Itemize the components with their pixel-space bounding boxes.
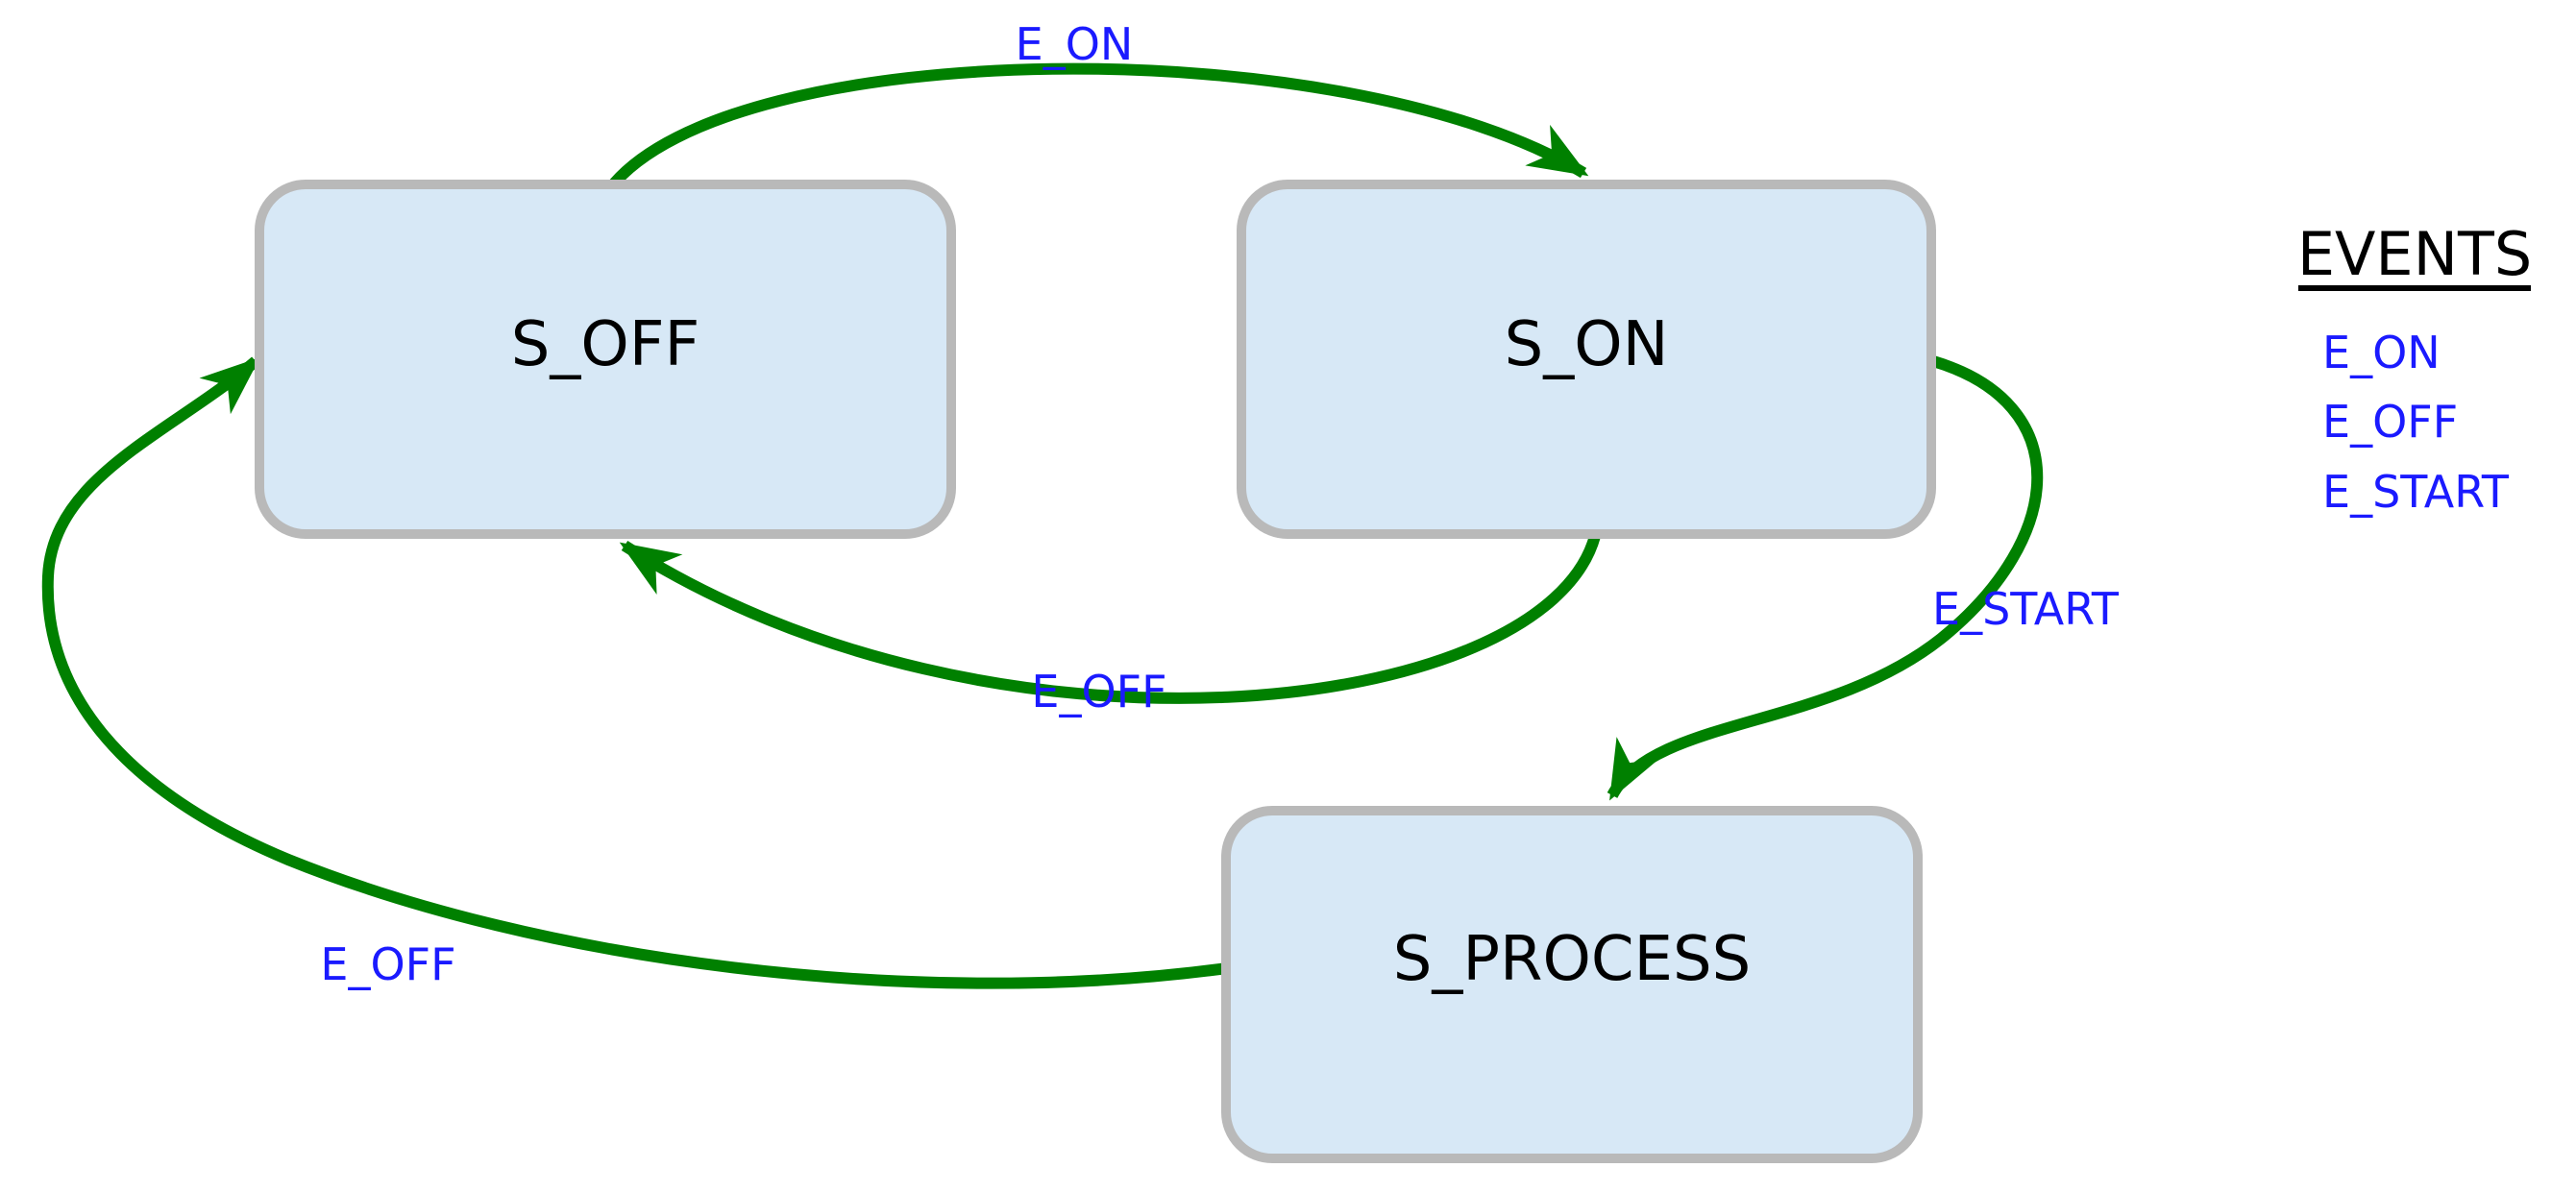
transition-arrow-s-on-to-s-process: [1607, 355, 2044, 801]
state-s-on-label: S_ON: [1505, 309, 1669, 380]
transition-arrows: [41, 62, 2044, 989]
legend-title: EVENTS: [2297, 219, 2532, 289]
events-legend: EVENTS E_ON E_OFF E_START: [2297, 219, 2532, 518]
legend-item-e-start: E_START: [2322, 466, 2510, 518]
transition-label-e-on: E_ON: [1016, 18, 1134, 70]
state-s-process-box: [1221, 806, 1923, 1163]
states: S_OFF S_ON S_PROCESS: [255, 180, 1936, 1163]
state-s-on-box: [1237, 180, 1936, 539]
transition-arrow-s-off-to-s-on: [605, 62, 1589, 192]
transition-label-e-off-middle: E_OFF: [1031, 666, 1166, 718]
transition-label-e-off-bottom: E_OFF: [320, 938, 455, 990]
state-s-off-label: S_OFF: [511, 309, 700, 380]
state-s-off-box: [255, 180, 956, 539]
transition-labels: E_ON E_OFF E_START E_OFF: [320, 18, 2119, 990]
transition-arrow-s-process-to-s-off: [41, 356, 1228, 989]
transition-label-e-start: E_START: [1932, 583, 2120, 635]
legend-item-e-off: E_OFF: [2322, 396, 2458, 448]
state-s-process-label: S_PROCESS: [1393, 924, 1751, 995]
transition-arrow-s-on-to-s-off: [619, 534, 1601, 704]
legend-item-e-on: E_ON: [2322, 327, 2441, 378]
